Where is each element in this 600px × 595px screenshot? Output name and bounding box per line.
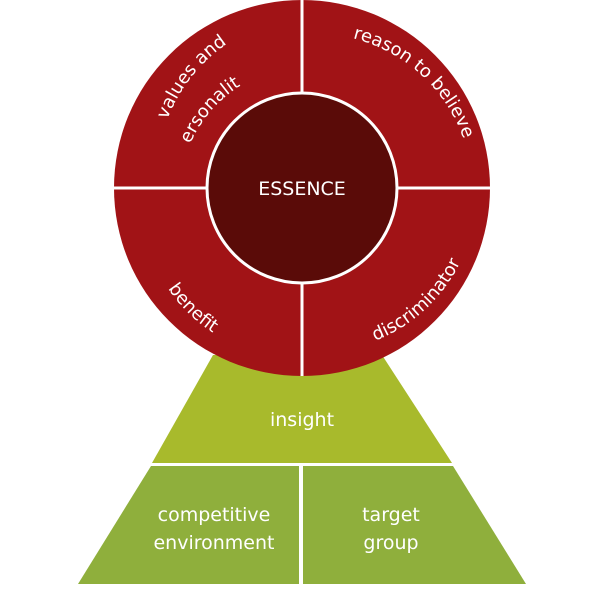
essence-wheel (114, 0, 490, 376)
insight-tier (152, 355, 452, 463)
competitive-environment-tier (78, 466, 299, 584)
target-group-tier (303, 466, 526, 584)
insight-label: insight (270, 409, 334, 431)
pyramid (78, 355, 526, 584)
target-label-line1: target (362, 504, 420, 526)
competitive-label-line2: environment (153, 532, 274, 554)
essence-label: ESSENCE (258, 178, 346, 200)
competitive-label-line1: competitive (158, 504, 271, 526)
target-label-line2: group (363, 532, 418, 554)
essence-core (205, 91, 399, 285)
